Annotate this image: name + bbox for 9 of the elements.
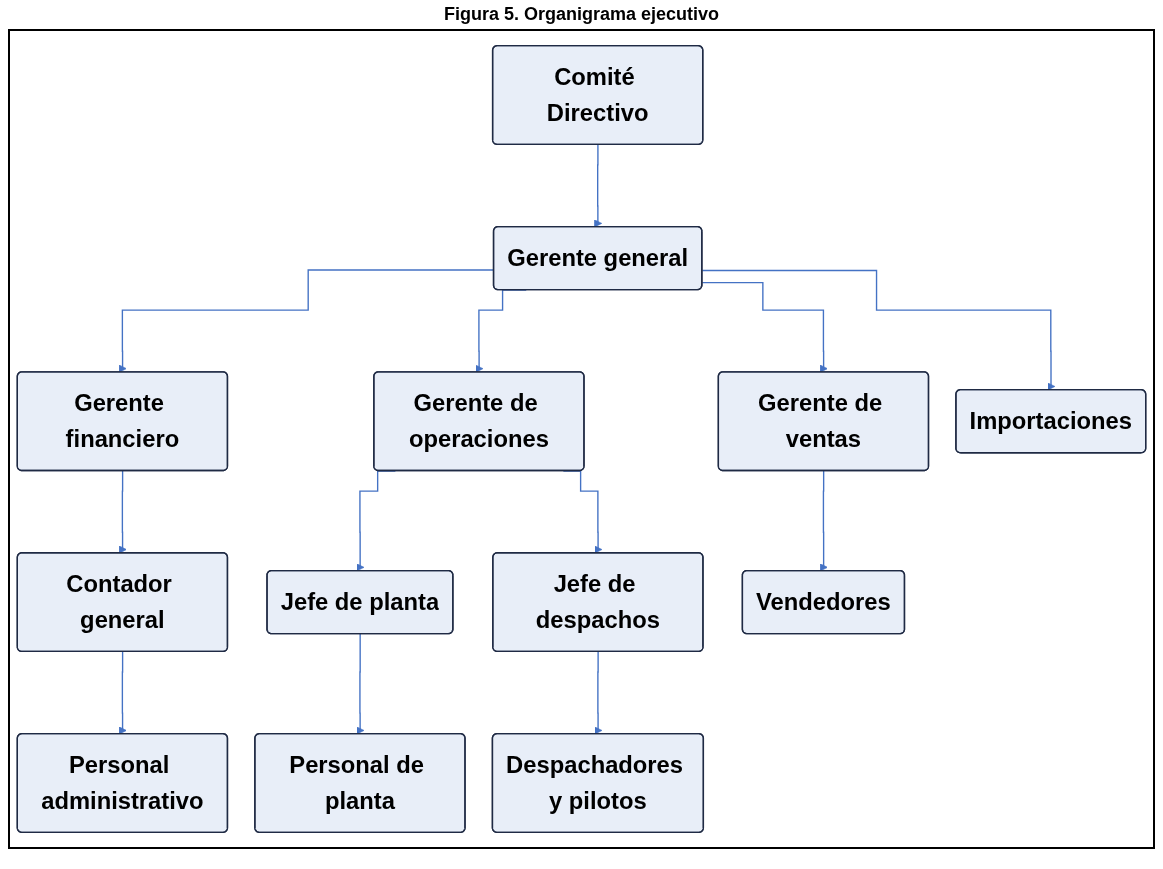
arrow <box>701 269 1056 391</box>
arrow <box>701 281 828 373</box>
arrow <box>594 651 603 735</box>
arrow <box>118 651 127 735</box>
arrow <box>594 144 603 228</box>
figure-title: Figura 5. Organigrama ejecutivo <box>442 4 721 25</box>
arrow <box>118 470 127 554</box>
arrow <box>819 470 828 572</box>
arrow <box>356 633 365 735</box>
